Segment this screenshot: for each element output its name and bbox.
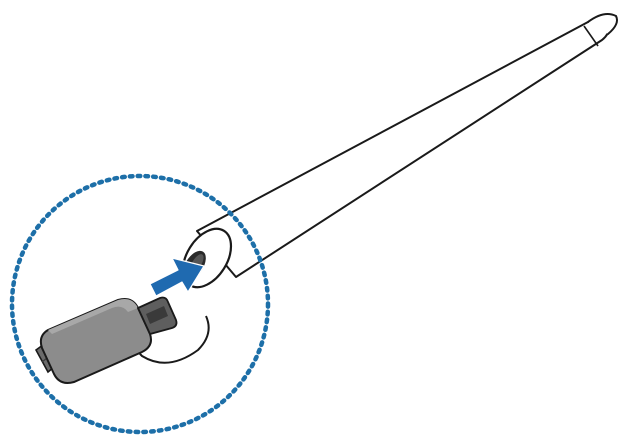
usb-cable-connector	[34, 296, 178, 384]
insert-arrow-icon	[149, 257, 205, 297]
callout-circle	[9, 173, 271, 435]
stylus-pen	[181, 13, 618, 289]
pen-barrel	[196, 17, 611, 278]
plug-housing-top	[48, 299, 138, 334]
pen-tip-seam	[583, 25, 599, 47]
pen-tip	[587, 13, 618, 35]
